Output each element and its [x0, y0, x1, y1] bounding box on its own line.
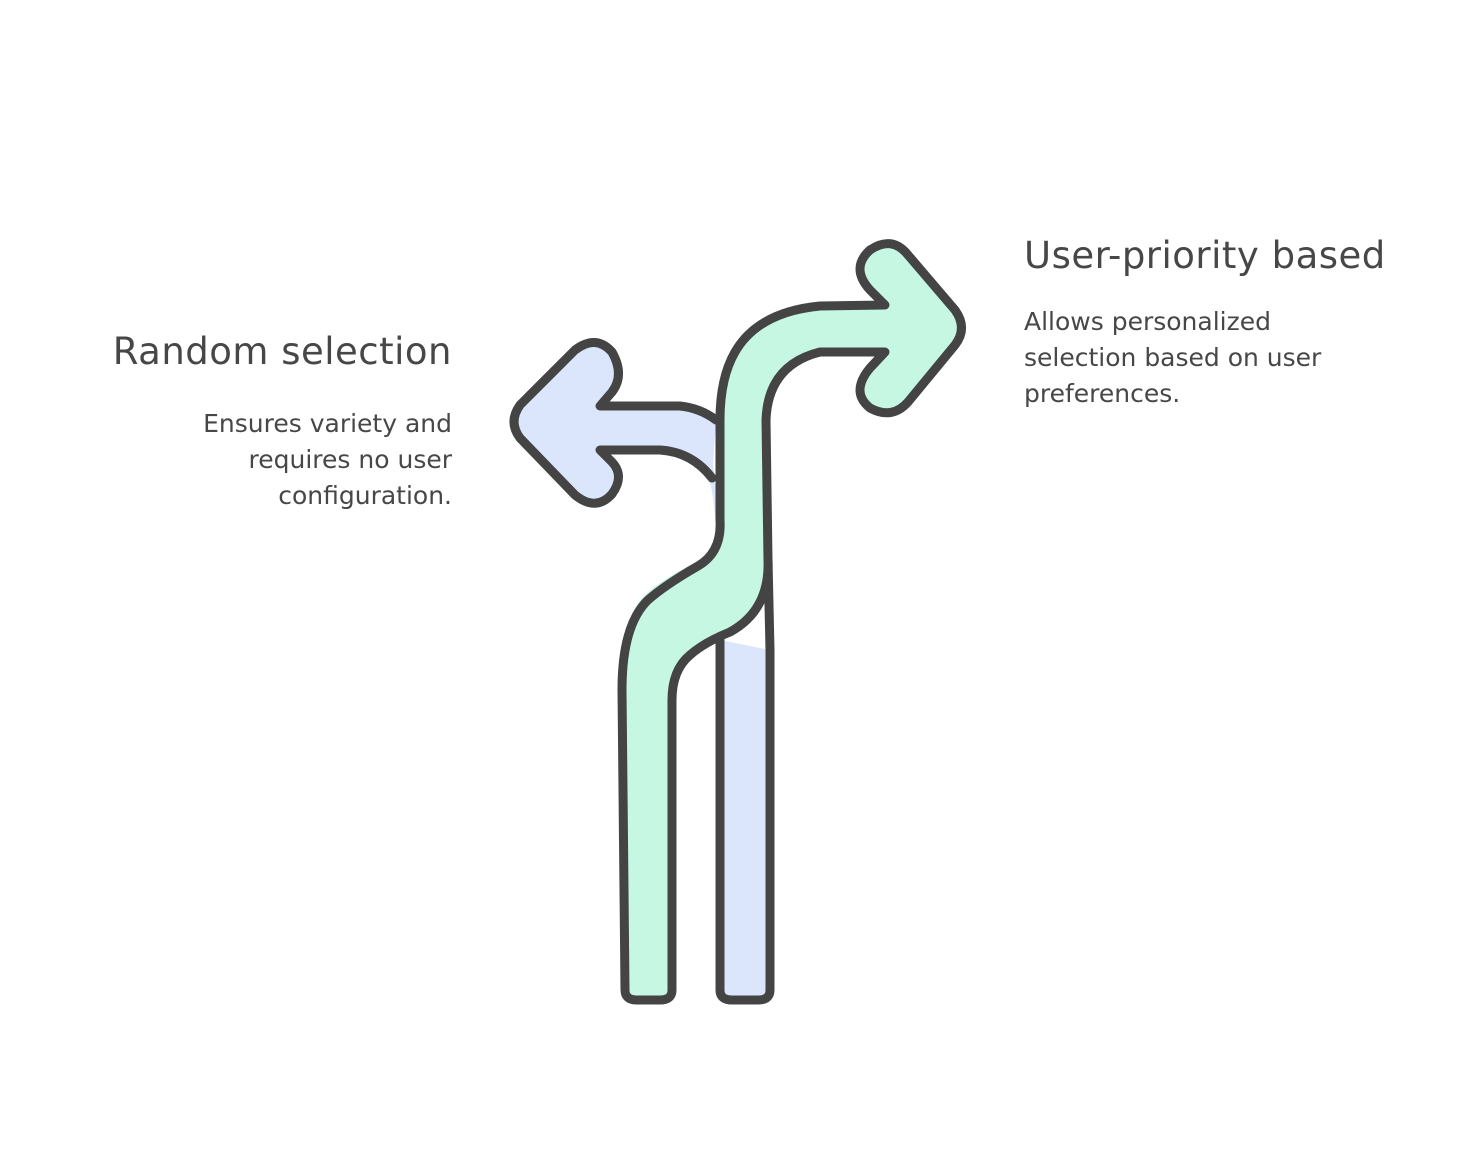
random-selection-title: Random selection	[112, 330, 452, 373]
user-priority-title: User-priority based	[1024, 234, 1386, 277]
random-selection-option: Random selection Ensures variety and req…	[113, 328, 452, 514]
user-priority-description: Allows personalized selection based on u…	[1024, 307, 1322, 408]
arrow-right-icon	[617, 239, 966, 1005]
arrow-left-icon	[509, 338, 775, 1005]
user-priority-option: User-priority based Allows personalized …	[1024, 232, 1386, 412]
random-selection-description: Ensures variety and requires no user con…	[203, 409, 452, 510]
